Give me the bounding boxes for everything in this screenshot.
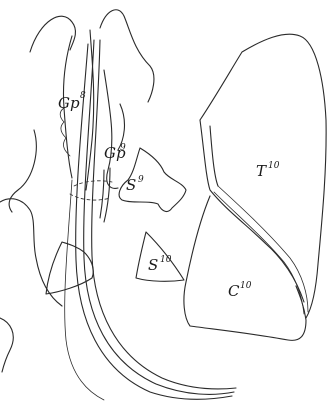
label-s10-sup: 10 <box>160 255 172 265</box>
left-lower-margin <box>0 318 13 372</box>
label-s9: S <box>126 176 136 194</box>
gonapophysis-9-spine <box>100 168 110 222</box>
upper-central-lobe-outline <box>100 10 154 102</box>
label-s10: S <box>148 256 158 274</box>
label-gp8: Gp <box>58 94 80 112</box>
filament-rod-2 <box>84 40 234 394</box>
tergite-inner-edge <box>200 120 304 302</box>
label-t10-sup: 10 <box>268 161 280 171</box>
label-c10-sup: 10 <box>240 281 252 291</box>
right-upper-body-outline <box>104 70 124 188</box>
filament-rod-3 <box>92 40 236 389</box>
left-body-outer-curve <box>0 130 62 306</box>
label-gp9-sup: 9 <box>120 143 126 153</box>
label-t10: T <box>256 162 267 180</box>
label-gp8-sup: 8 <box>80 91 86 101</box>
label-s9-sup: 9 <box>138 175 144 185</box>
filament-rod-1 <box>76 44 232 399</box>
label-c10: C <box>228 282 240 300</box>
gonapophysis-8-inner-edge <box>60 108 70 156</box>
